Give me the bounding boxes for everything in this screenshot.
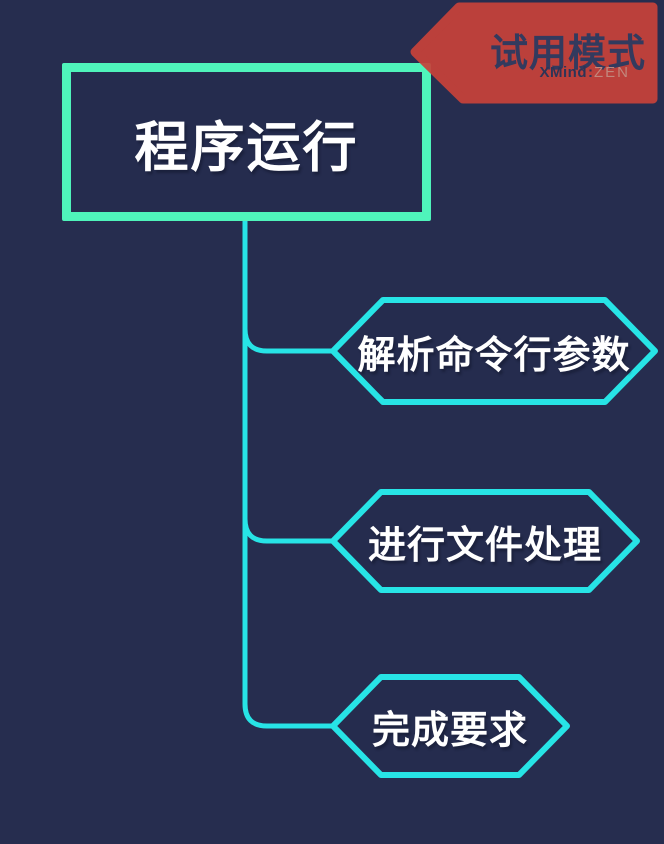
root-topic[interactable]: 程序运行 bbox=[62, 63, 431, 221]
brand-xmind: XMind bbox=[539, 64, 587, 81]
connector-trunk bbox=[242, 213, 335, 729]
brand-logo: XMind:ZEN bbox=[540, 64, 631, 81]
subtopic-file-processing[interactable]: 进行文件处理 bbox=[329, 489, 641, 593]
trial-mode-banner: 试用模式 XMind:ZEN bbox=[405, 0, 664, 110]
trial-mode-label: 试用模式 bbox=[489, 33, 646, 75]
brand-colon: : bbox=[588, 64, 593, 81]
subtopic-label: 解析命令行参数 bbox=[357, 334, 631, 377]
root-topic-label: 程序运行 bbox=[134, 117, 359, 178]
subtopic-parse-cli-args[interactable]: 解析命令行参数 bbox=[329, 296, 659, 406]
connector-branch-2 bbox=[242, 516, 335, 544]
ribbon-shape bbox=[410, 2, 658, 104]
connector-branch-1 bbox=[242, 326, 335, 354]
subtopic-complete-requirements[interactable]: 完成要求 bbox=[329, 674, 571, 778]
subtopic-label: 完成要求 bbox=[371, 709, 528, 752]
subtopic-label: 进行文件处理 bbox=[367, 524, 602, 567]
hexagon-shape bbox=[330, 489, 640, 593]
hexagon-shape bbox=[330, 297, 658, 405]
brand-zen: ZEN bbox=[594, 64, 630, 81]
hexagon-shape bbox=[330, 674, 570, 778]
